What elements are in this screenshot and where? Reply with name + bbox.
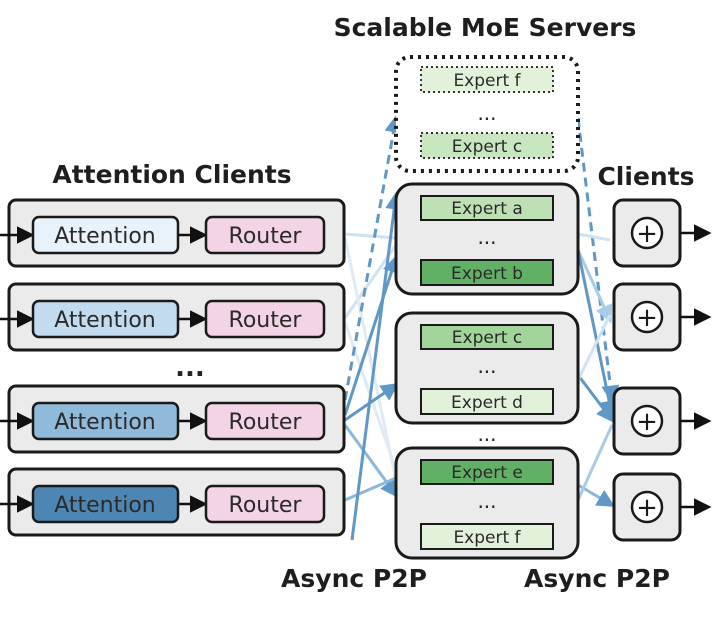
moe-servers-title: Scalable MoE Servers [334,13,637,42]
attention-label: Attention [54,224,156,249]
clients-title: Clients [597,162,694,191]
attention-clients-title: Attention Clients [52,160,291,189]
attention-client-row: Attention Router [0,467,346,537]
router-label: Router [229,493,303,518]
router-box [204,401,326,441]
sum-symbol: + [636,493,658,523]
expert-box [420,459,554,485]
scalable-expert-label: Expert f [453,71,521,91]
connection-arrow [343,254,401,416]
attention-label: Attention [54,308,156,333]
sum-icon [630,216,664,250]
scale-out-arrow [343,114,403,401]
moe-server: Expert c... Expert d [394,311,580,425]
return-arrow [576,314,612,381]
sum-symbol: + [636,407,658,437]
expert-ellipsis: ... [477,489,496,513]
router-box [204,484,326,524]
output-clients-group: + + + + [612,198,712,542]
connection-arrow [344,476,397,502]
router-label: Router [229,224,303,249]
moe-server: Expert a... Expert b [394,182,580,296]
scale-in-arrow [576,117,620,404]
router-box [204,299,326,339]
scalable-expert-ellipsis: ... [477,101,496,125]
output-client: + [612,386,712,456]
expert-box [420,388,554,415]
moe-server: Expert e... Expert f [394,446,580,560]
connection-arrow [343,424,399,498]
return-arrow [577,232,611,242]
expert-box [420,259,554,286]
return-arrow [576,374,615,423]
expert-box [420,195,554,221]
return-arrow [576,249,613,324]
expert-label: Expert d [451,393,523,413]
expert-label: Expert c [452,328,522,348]
output-client: + [612,472,712,542]
scalable-moe-server: Expert f ... Expert c [394,55,580,173]
sum-icon [630,404,664,438]
scalable-expert-box [420,66,554,93]
attention-label: Attention [54,493,156,518]
router-label: Router [229,308,303,333]
expert-label: Expert a [451,199,523,219]
return-arrow [576,424,614,501]
sum-icon [630,300,664,334]
attention-client-row: Attention Router [0,198,346,268]
sum-icon [630,490,664,524]
sum-symbol: + [636,219,658,249]
async-p2p-right-label: Async P2P [524,564,670,593]
router-label: Router [229,410,303,435]
expert-ellipsis: ... [477,225,496,249]
expert-box [420,523,554,550]
output-client: + [612,198,712,268]
attention-label: Attention [54,410,156,435]
expert-ellipsis: ... [477,354,496,378]
servers-ellipsis: ... [477,422,496,446]
scalable-expert-box [420,132,554,159]
expert-box [420,324,554,350]
connection-arrow [343,237,398,481]
async-p2p-left-label: Async P2P [281,564,427,593]
router-box [204,215,326,255]
async-p2p-connections [343,114,620,541]
expert-label: Expert b [451,264,523,284]
expert-label: Expert f [453,528,521,548]
scalable-expert-label: Expert c [452,137,522,157]
attention-client-row: Attention Router [0,282,346,352]
connection-arrow [350,191,404,541]
attention-client-row: Attention Router [0,384,346,454]
client-rows-ellipsis: ... [175,353,205,383]
connection-arrow [344,232,397,240]
output-client: + [612,282,712,352]
expert-label: Expert e [451,463,523,483]
return-arrow [576,249,618,419]
sum-symbol: + [636,303,658,333]
